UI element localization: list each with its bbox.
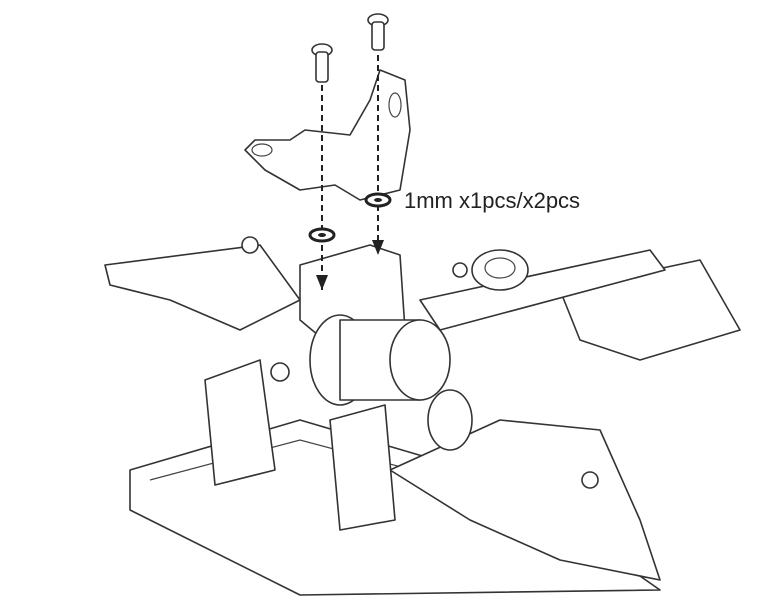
pulley [471, 249, 529, 291]
belt [419, 249, 666, 331]
left-suspension-arm [104, 244, 301, 331]
washer-icon [308, 227, 336, 243]
bulkhead-center [329, 404, 396, 531]
washer-icon [364, 192, 392, 208]
screw-left [311, 43, 333, 83]
diff-right [427, 389, 473, 451]
arrow-down-icon [316, 275, 328, 290]
lower-arm [389, 419, 661, 581]
arrow-down-icon [372, 240, 384, 255]
camber-link-mount [244, 69, 411, 201]
bulkhead-left [204, 359, 276, 486]
screw-right [367, 13, 389, 51]
washer-spec-label: 1mm x1pcs/x2pcs [404, 188, 581, 213]
